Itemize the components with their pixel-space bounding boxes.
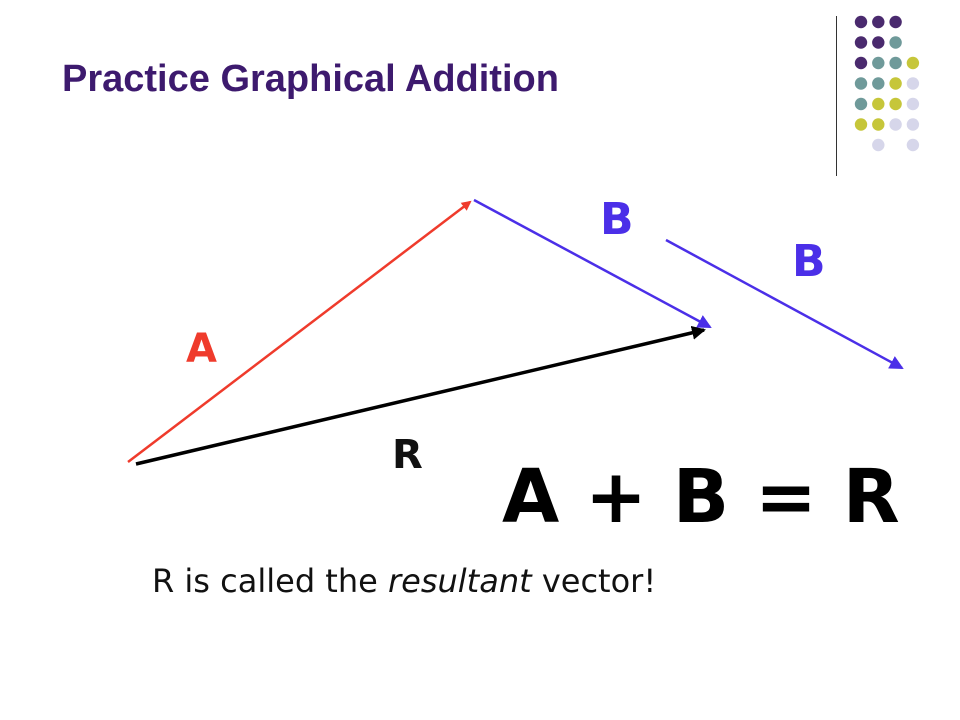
vector-a-arrow: [127, 200, 472, 463]
decorative-dot: [906, 118, 920, 131]
decorative-dot: [854, 97, 868, 111]
decorative-dot: [872, 36, 885, 49]
caption-pre: R is called the: [152, 562, 378, 600]
vector-b-label: B: [600, 194, 634, 245]
decorative-dot: [889, 118, 902, 131]
caption-post: vector!: [541, 562, 657, 600]
vector-r-label: R: [392, 432, 423, 478]
decorative-dot: [872, 56, 885, 70]
equation: A + B = R: [502, 454, 900, 540]
caption-emphasis: resultant: [387, 562, 532, 600]
title-divider: [836, 16, 837, 176]
decorative-dot: [854, 77, 868, 90]
decorative-dot: [854, 118, 868, 131]
decorative-dot: [854, 56, 868, 70]
decorative-dot: [854, 15, 868, 29]
decorative-dot: [872, 77, 885, 90]
caption: R is called the resultant vector!: [152, 562, 656, 600]
decorative-dot: [872, 15, 885, 29]
decorative-dot: [889, 15, 902, 29]
vector-b-arrow: [473, 198, 712, 329]
decorative-dot: [854, 36, 868, 49]
slide-title: Practice Graphical Addition: [62, 58, 559, 100]
vector-a-label: A: [186, 326, 217, 372]
decorative-dot: [906, 138, 920, 152]
decorative-dot: [906, 56, 920, 70]
decorative-dot: [872, 118, 885, 131]
decorative-dot: [872, 97, 885, 111]
decorative-dot-grid: [854, 15, 920, 152]
decorative-dot: [889, 56, 902, 70]
decorative-dot: [872, 138, 885, 152]
vector-b-copy-label: B: [792, 236, 826, 287]
decorative-dot: [889, 77, 902, 90]
decorative-dot: [889, 97, 902, 111]
decorative-dot: [906, 97, 920, 111]
vector-b-copy-arrow: [665, 238, 904, 370]
decorative-dot: [906, 77, 920, 90]
decorative-dot: [889, 36, 902, 49]
vector-r-arrow: [135, 325, 706, 466]
